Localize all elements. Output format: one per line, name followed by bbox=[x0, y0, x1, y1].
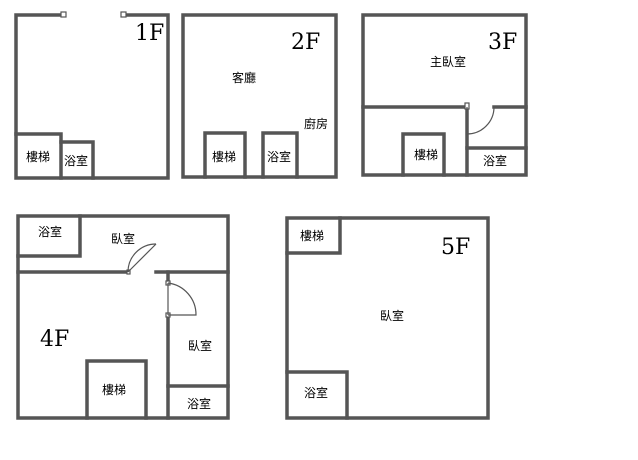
room-label-stairs-5f: 樓梯 bbox=[300, 228, 324, 243]
floor-label-2f: 2F bbox=[291, 30, 320, 55]
room-label-stairs-4f: 樓梯 bbox=[102, 382, 126, 397]
room-label-master-3f: 主臥室 bbox=[430, 54, 466, 69]
room-label-bath-5f: 浴室 bbox=[304, 385, 328, 400]
floor-label-5f: 5F bbox=[441, 235, 470, 260]
room-label-bath-bottom-4f: 浴室 bbox=[187, 396, 211, 411]
room-label-kitchen-2f: 廚房 bbox=[304, 116, 328, 131]
room-label-stairs-1f: 樓梯 bbox=[26, 149, 50, 164]
room-label-bath-1f: 浴室 bbox=[64, 153, 88, 168]
room-label-bath-top-4f: 浴室 bbox=[38, 224, 62, 239]
room-label-stairs-3f: 樓梯 bbox=[414, 147, 438, 162]
floor-3f-plan: 3F 主臥室 樓梯 浴室 bbox=[361, 13, 528, 177]
room-label-living-2f: 客廳 bbox=[232, 70, 256, 85]
room-label-bedroom-top-4f: 臥室 bbox=[111, 231, 135, 246]
room-label-bath-3f: 浴室 bbox=[483, 153, 507, 168]
room-label-stairs-2f: 樓梯 bbox=[212, 149, 236, 164]
floor-label-3f: 3F bbox=[488, 30, 517, 55]
floor-5f-plan: 5F 樓梯 臥室 浴室 bbox=[285, 216, 490, 420]
floor-label-4f: 4F bbox=[40, 327, 69, 352]
room-label-bedroom-right-4f: 臥室 bbox=[188, 338, 212, 353]
floor-1f-plan: 1F 樓梯 浴室 bbox=[14, 11, 170, 180]
floor-4f-plan: 4F 浴室 臥室 臥室 樓梯 浴室 bbox=[16, 214, 230, 420]
floor-2f-plan: 2F 客廳 廚房 樓梯 浴室 bbox=[181, 13, 338, 179]
floor-label-1f: 1F bbox=[135, 21, 164, 46]
room-label-bedroom-5f: 臥室 bbox=[380, 308, 404, 323]
room-label-bath-2f: 浴室 bbox=[267, 149, 291, 164]
